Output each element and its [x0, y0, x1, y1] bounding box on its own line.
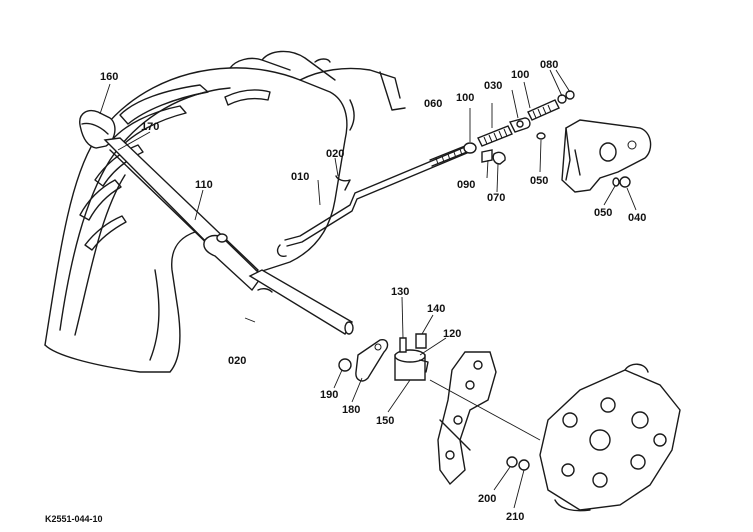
callout-130: 130: [391, 286, 409, 298]
spring-100-right: [527, 99, 560, 121]
callout-030: 030: [484, 80, 502, 92]
lower-linkage: [338, 333, 429, 382]
callout-140: 140: [427, 303, 445, 315]
pin-130: [399, 337, 407, 353]
callout-210: 210: [506, 511, 524, 523]
callout-180: 180: [342, 404, 360, 416]
nut-080b: [565, 90, 575, 100]
callout-020-top: 020: [326, 148, 344, 160]
nut-210: [518, 459, 530, 471]
callout-110: 110: [195, 179, 213, 191]
plate-180: [355, 338, 389, 382]
washer-200: [506, 456, 518, 468]
callout-040: 040: [628, 212, 646, 224]
washer-090: [481, 149, 493, 163]
callout-080: 080: [540, 59, 558, 71]
bolt-140: [415, 333, 427, 349]
nut-040: [619, 176, 631, 188]
nut-080a: [557, 94, 567, 104]
callout-060: 060: [424, 98, 442, 110]
lever-knob: [79, 109, 116, 149]
callout-170: 170: [141, 121, 159, 133]
callout-200: 200: [478, 493, 496, 505]
right-linkage: [463, 90, 575, 165]
lever-collar: [203, 234, 263, 292]
leader-lines: [99, 69, 637, 509]
callout-100-left: 100: [456, 92, 474, 104]
callout-100-right: 100: [511, 69, 529, 81]
callout-150: 150: [376, 415, 394, 427]
bracket-plate: [561, 119, 652, 193]
shift-lever: [79, 109, 354, 335]
pin-070: [492, 151, 506, 165]
callout-190: 190: [320, 389, 338, 401]
washer-050-lower: [612, 177, 620, 187]
rod-assembly: [276, 145, 468, 258]
callout-010: 010: [291, 171, 309, 183]
callout-050-lower: 050: [594, 207, 612, 219]
callout-070: 070: [487, 192, 505, 204]
callout-020-bottom: 020: [228, 355, 246, 367]
drawing-code: K2551-044-10: [45, 514, 103, 524]
callout-050-upper: 050: [530, 175, 548, 187]
callout-120: 120: [443, 328, 461, 340]
lower-bracket: [437, 351, 530, 486]
callout-160: 160: [100, 71, 118, 83]
lever-shaft: [248, 269, 353, 335]
fender-housing: [44, 50, 406, 373]
valve-housing: [539, 363, 681, 512]
callout-labels: 160 170 110 010 020 020 060 100 030 100 …: [45, 59, 646, 524]
nut-060: [463, 142, 477, 154]
callout-090: 090: [457, 179, 475, 191]
washer-050-upper: [536, 132, 546, 140]
bolt-190: [338, 358, 352, 372]
